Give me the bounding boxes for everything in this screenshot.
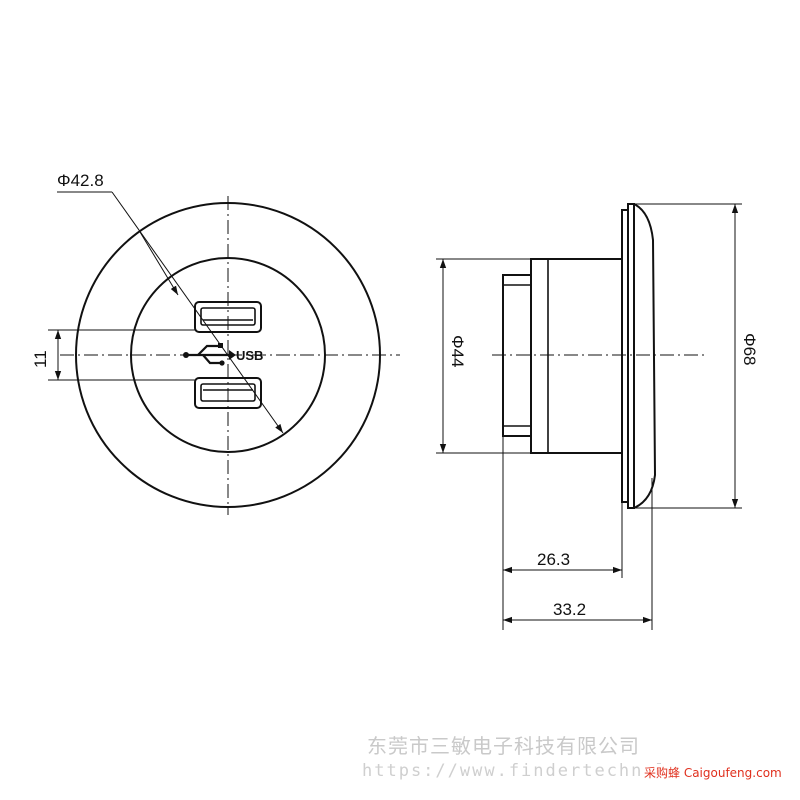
dim-depth-26-3-label: 26.3 — [537, 550, 570, 569]
watermark-badge: 采购蜂 Caigoufeng.com — [640, 764, 786, 781]
front-view: USB Φ42.8 11 — [31, 171, 400, 515]
dim-diameter-42-8-label: Φ42.8 — [57, 171, 104, 190]
usb-port-top — [194, 301, 262, 333]
watermark-company: 东莞市三敏电子科技有限公司 — [367, 734, 640, 758]
watermark-url: https://www.findertechnolog — [362, 761, 693, 781]
dim-flange-diameter-label: Φ68 — [740, 333, 759, 365]
usb-logo-label: USB — [236, 348, 263, 363]
flange — [621, 203, 657, 509]
body-cylinder — [530, 258, 623, 454]
dim-body-diameter-label: Φ44 — [448, 335, 467, 367]
usb-port-bottom — [194, 377, 262, 409]
dim-spacing-label: 11 — [31, 350, 50, 368]
inner-body-circle — [130, 257, 326, 453]
side-view: Φ44 Φ68 26.3 33.2 — [436, 203, 759, 630]
dim-diameter-42-8-arrow-inner — [139, 231, 179, 296]
dim-diameter-42-8-line — [111, 191, 284, 434]
outer-flange-circle — [75, 202, 381, 508]
dim-depth-33-2-label: 33.2 — [553, 600, 586, 619]
